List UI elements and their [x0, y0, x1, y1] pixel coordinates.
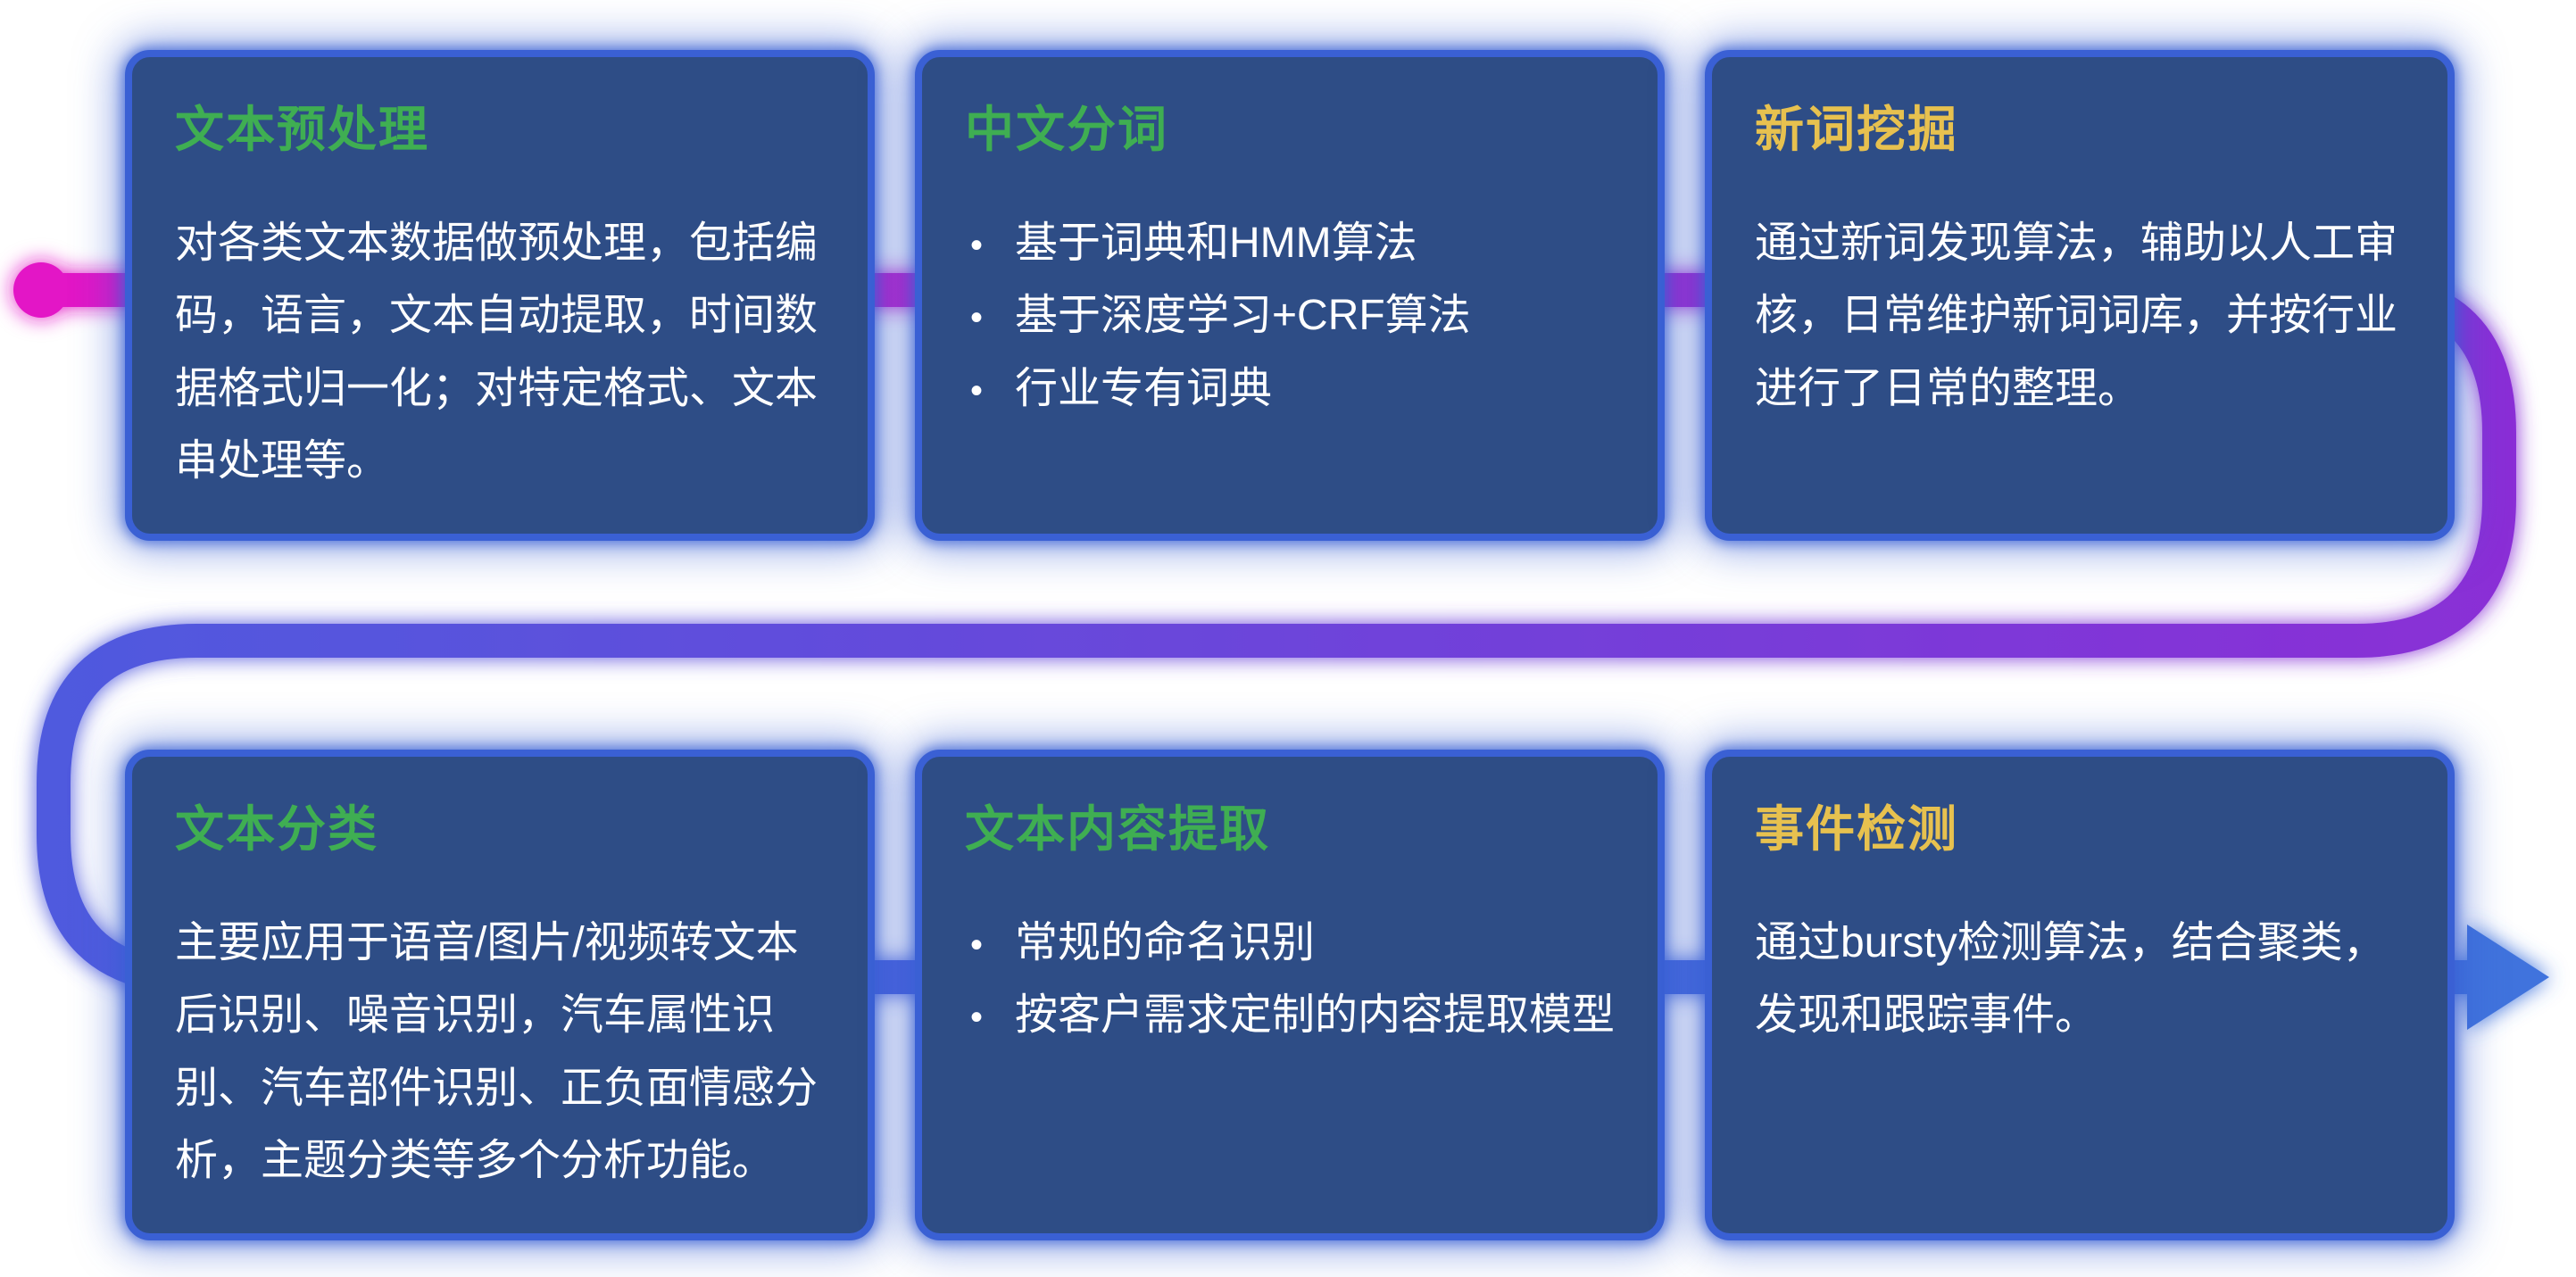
pipeline-segment-middle — [37, 462, 2516, 821]
card-new-word-mining: 新词挖掘 通过新词发现算法，辅助以人工审核，日常维护新词词库，并按行业进行了日常… — [1705, 50, 2455, 541]
card-body: 主要应用于语音/图片/视频转文本后识别、噪音识别，汽车属性识别、汽车部件识别、正… — [175, 918, 819, 1185]
bullet-item: • 按客户需求定制的内容提取模型 — [965, 979, 1618, 1052]
bullet-item: • 基于深度学习+CRF算法 — [965, 279, 1618, 352]
card-event-detection: 事件检测 通过bursty检测算法，结合聚类，发现和跟踪事件。 — [1705, 750, 2455, 1240]
card-body: 通过bursty检测算法，结合聚类，发现和跟踪事件。 — [1755, 918, 2386, 1040]
card-text-classification: 文本分类 主要应用于语音/图片/视频转文本后识别、噪音识别，汽车属性识别、汽车部… — [125, 750, 875, 1240]
bullet-marker: • — [970, 998, 984, 1038]
card-body: 通过新词发现算法，辅助以人工审核，日常维护新词词库，并按行业进行了日常的整理。 — [1755, 219, 2398, 412]
card-chinese-word-segmentation: 中文分词 • 基于词典和HMM算法 • 基于深度学习+CRF算法 • 行业专有词… — [915, 50, 1665, 541]
bullet-item: • 行业专有词典 — [965, 352, 1618, 426]
card-title: 新词挖掘 — [1755, 102, 1959, 157]
bullet-item: • 基于词典和HMM算法 — [965, 207, 1618, 280]
bullet-list: • 常规的命名识别 • 按客户需求定制的内容提取模型 — [965, 907, 1618, 1052]
bullet-text: 基于词典和HMM算法 — [1015, 219, 1417, 267]
card-text-content-extraction: 文本内容提取 • 常规的命名识别 • 按客户需求定制的内容提取模型 — [915, 750, 1665, 1240]
bullet-text: 按客户需求定制的内容提取模型 — [1015, 991, 1616, 1040]
card-title: 文本预处理 — [175, 102, 430, 157]
card-title: 中文分词 — [965, 102, 1169, 157]
bullet-marker: • — [970, 370, 984, 410]
card-title: 文本分类 — [175, 801, 379, 857]
bullet-marker: • — [970, 225, 984, 265]
card-title: 文本内容提取 — [965, 801, 1271, 857]
pipeline-end-arrow-icon — [2467, 925, 2549, 1030]
card-body: 对各类文本数据做预处理，包括编码，语言，文本自动提取，时间数据格式归一化；对特定… — [175, 219, 819, 485]
card-text-preprocessing: 文本预处理 对各类文本数据做预处理，包括编码，语言，文本自动提取，时间数据格式归… — [125, 50, 875, 541]
bullet-list: • 基于词典和HMM算法 • 基于深度学习+CRF算法 • 行业专有词典 — [965, 207, 1618, 426]
bullet-text: 常规的命名识别 — [1015, 918, 1316, 966]
bullet-marker: • — [970, 298, 984, 338]
bullet-marker: • — [970, 925, 984, 965]
bullet-text: 基于深度学习+CRF算法 — [1015, 292, 1471, 340]
pipeline-start-dot-icon — [13, 262, 69, 318]
card-title: 事件检测 — [1755, 801, 1959, 857]
bullet-item: • 常规的命名识别 — [965, 907, 1618, 980]
bullet-text: 行业专有词典 — [1015, 364, 1273, 412]
